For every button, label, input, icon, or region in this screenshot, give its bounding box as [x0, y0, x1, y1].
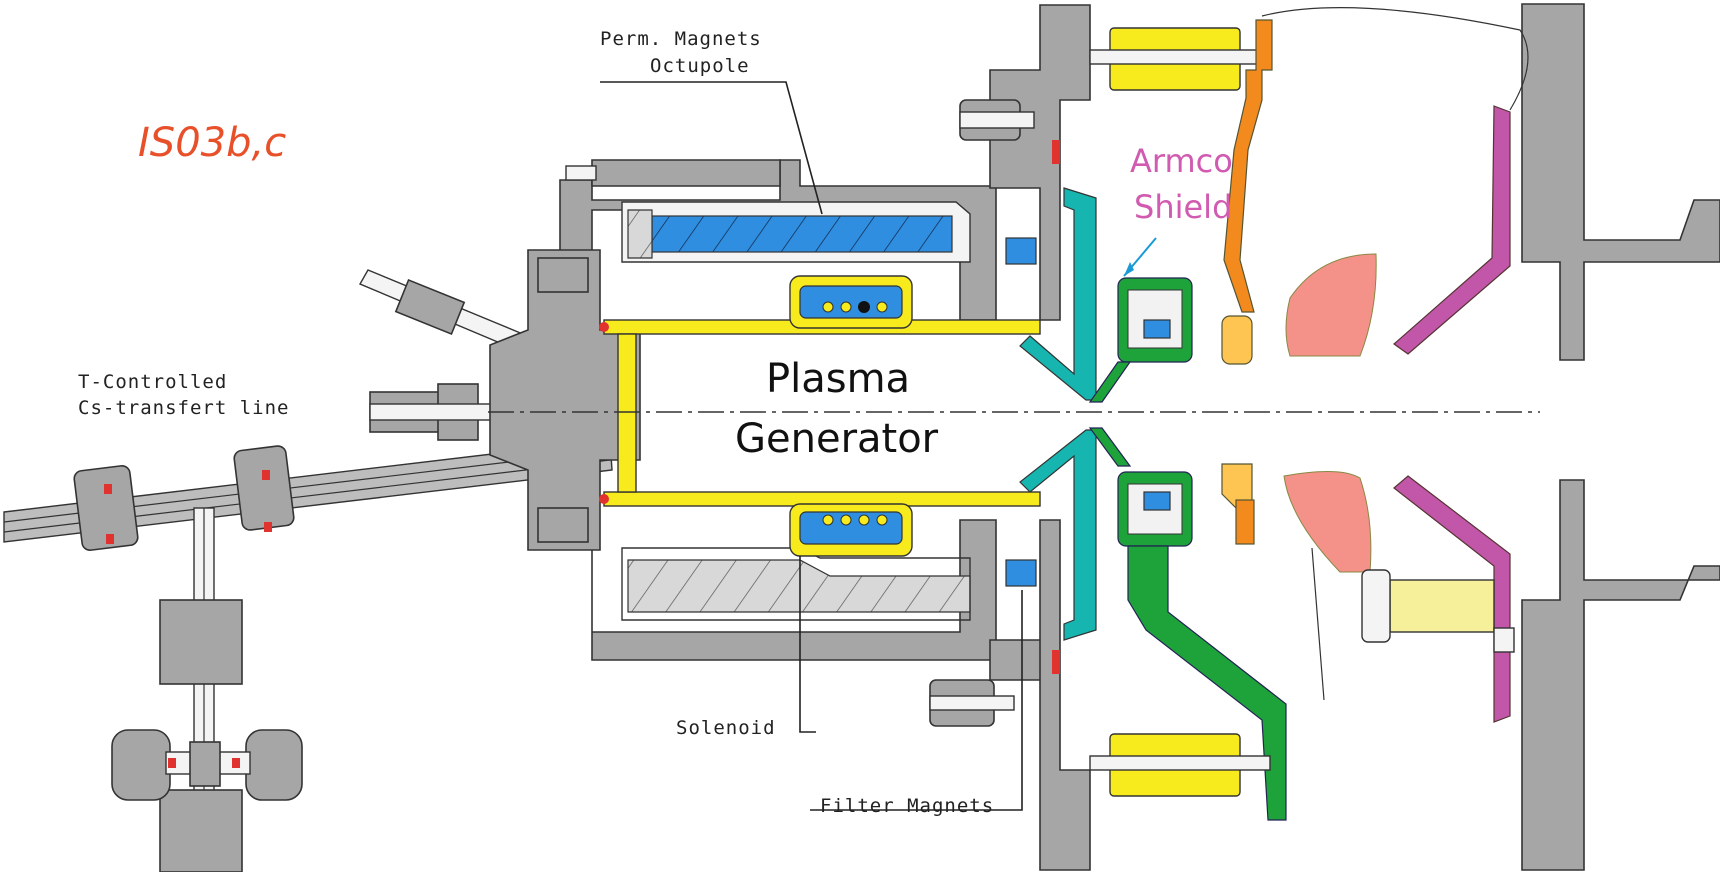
t-controlled-label: T-Controlled	[78, 371, 227, 393]
solenoid-coil	[789, 275, 913, 557]
insulator-bolts	[1089, 27, 1271, 797]
tag-label: IS03b,c	[138, 120, 286, 166]
armco-shield	[1361, 105, 1515, 723]
filter-magnets-label: Filter Magnets	[820, 795, 994, 817]
armco-label: Armco	[1130, 142, 1233, 180]
cs-transfer-label: Cs-transfert line	[78, 397, 289, 419]
armco-shield-electrode	[1088, 277, 1287, 821]
plasma-chamber	[599, 319, 1041, 507]
solenoid-label: Solenoid	[676, 717, 776, 739]
octupole-magnets	[621, 201, 971, 621]
cs-transfer-line	[3, 439, 613, 873]
generator-label: Generator	[735, 416, 939, 462]
perm-magnets-label: Perm. Magnets	[600, 28, 762, 50]
plasma-generator-body	[489, 159, 997, 661]
extraction-flange	[929, 4, 1091, 871]
vacuum-chamber-wall	[1521, 3, 1720, 871]
shield-label: Shield	[1134, 188, 1232, 226]
leader-lines	[600, 7, 1529, 811]
plasma-label: Plasma	[766, 356, 910, 402]
ground-electrode	[1221, 19, 1273, 545]
plasma-electrode	[1019, 187, 1097, 641]
einzel-lens	[1283, 253, 1377, 573]
octupole-label: Octupole	[650, 55, 750, 77]
